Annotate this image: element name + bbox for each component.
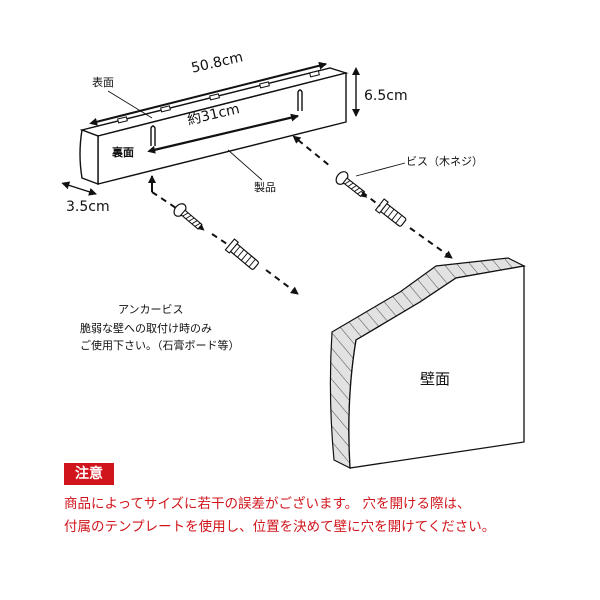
anchor-screw-label: アンカービス: [118, 303, 184, 316]
wall-face: [348, 265, 525, 469]
front-label: 表面: [92, 76, 114, 89]
notice-line-2: 付属のテンプレートを使用し、位置を決めて壁に穴を開けてください。: [64, 519, 496, 535]
wood-screw-top: [335, 171, 368, 198]
anchor-note-line-1: 脆弱な壁への取付け時のみ: [80, 322, 212, 335]
left-install-path: [148, 175, 299, 295]
anchor-plug-left: [224, 238, 259, 270]
leader-lines: [107, 90, 406, 181]
wall-block: [329, 257, 526, 470]
anchor-screw-top: [173, 203, 205, 231]
height-label: 6.5cm: [364, 88, 408, 104]
wood-screw-label: ビス（木ネジ）: [406, 155, 483, 168]
back-label: 裏面: [112, 146, 134, 159]
length-dimension-arrow: [89, 61, 327, 126]
anchor-note-line-2: ご使用下さい。（石膏ボード等）: [80, 339, 240, 352]
notice-badge: 注意: [64, 463, 114, 485]
depth-dimension-arrow: [61, 181, 97, 196]
product-board: [79, 67, 349, 186]
wall-label: 壁面: [420, 370, 451, 388]
board-left-end: [79, 129, 99, 186]
depth-label: 3.5cm: [66, 199, 110, 215]
notice-line-1: 商品によってサイズに若干の誤差がございます。 穴を開ける際は、: [64, 496, 471, 512]
hook-spacing-arrow: [147, 113, 299, 154]
product-label: 製品: [254, 181, 276, 194]
right-install-path: [292, 135, 453, 259]
anchor-plug-right: [374, 198, 407, 227]
